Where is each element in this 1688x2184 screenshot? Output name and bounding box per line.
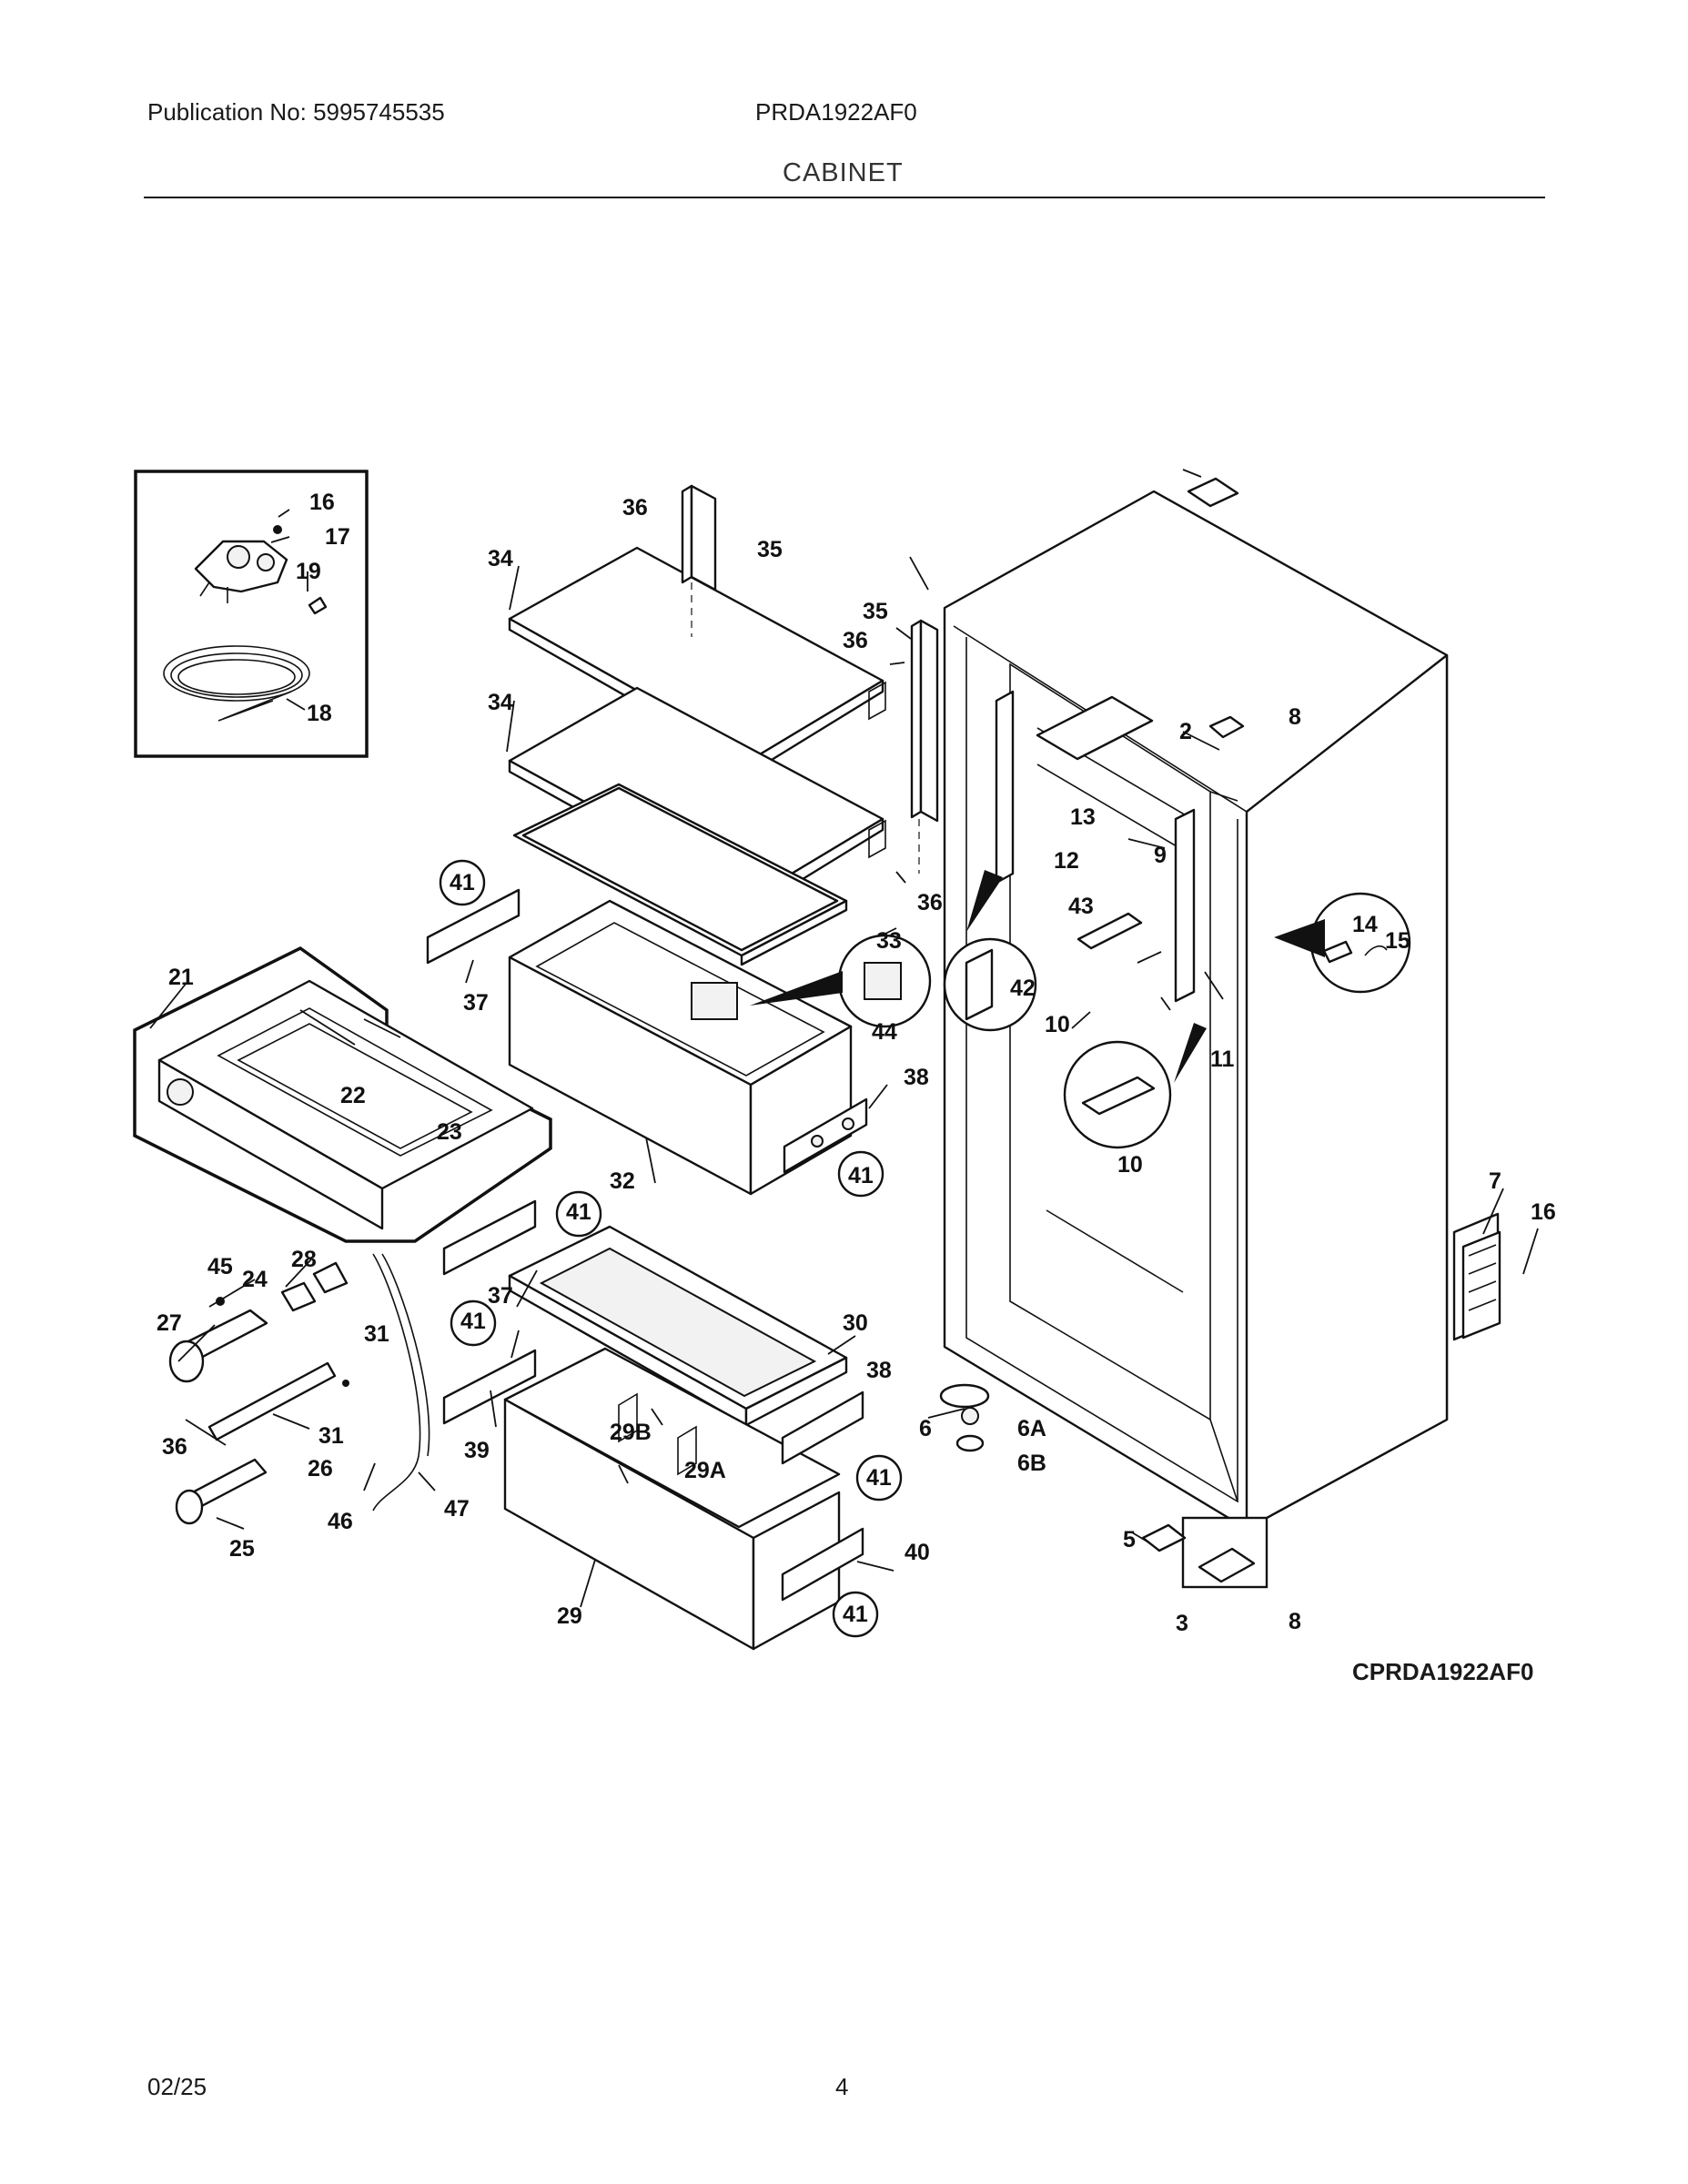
callout-10: 10 [1117, 1152, 1143, 1178]
callout-labels: 16 17 19 18 36 35 34 35 36 34 36 33 41 3… [157, 490, 1556, 1636]
callout-36: 36 [843, 628, 868, 653]
callout-15: 15 [1385, 928, 1410, 954]
header-rule [144, 197, 1545, 198]
callout-45: 45 [207, 1254, 233, 1279]
detail-circles [439, 859, 1411, 1638]
callout-36: 36 [917, 890, 943, 915]
callout-25: 25 [229, 1536, 255, 1562]
shelf-rails [681, 484, 939, 874]
callout-29B: 29B [610, 1420, 652, 1445]
callout-36: 36 [162, 1434, 187, 1460]
callout-31: 31 [364, 1321, 389, 1347]
callout-41: 41 [450, 870, 475, 895]
callout-24: 24 [242, 1267, 268, 1292]
callout-42: 42 [1010, 976, 1036, 1001]
callout-16: 16 [309, 490, 335, 515]
callout-11: 11 [1210, 1046, 1235, 1072]
refrigerator-cabinet [943, 490, 1449, 1531]
callout-41: 41 [843, 1602, 868, 1627]
callout-6A: 6A [1017, 1416, 1046, 1441]
callout-37: 37 [488, 1283, 513, 1309]
callout-41: 41 [566, 1199, 591, 1225]
callout-14: 14 [1352, 912, 1378, 937]
callout-39: 39 [464, 1438, 490, 1463]
callout-40: 40 [905, 1540, 930, 1565]
callout-38: 38 [904, 1065, 929, 1090]
callout-16: 16 [1531, 1199, 1556, 1225]
section-title: CABINET [783, 158, 904, 187]
callout-2: 2 [1179, 719, 1192, 744]
callout-21: 21 [168, 965, 194, 990]
callout-32: 32 [610, 1168, 635, 1194]
publication-number: Publication No: 5995745535 [147, 98, 445, 126]
hinges-levelers [939, 477, 1269, 1589]
callout-31: 31 [318, 1423, 344, 1449]
crisper-cover [133, 945, 552, 1243]
callout-27: 27 [157, 1310, 182, 1336]
callout-41: 41 [460, 1309, 486, 1334]
callout-36: 36 [622, 495, 648, 521]
callout-8: 8 [1289, 704, 1301, 730]
callout-43: 43 [1068, 894, 1094, 919]
water-filter-parts [168, 1253, 430, 1525]
callout-7: 7 [1489, 1168, 1501, 1194]
callout-41: 41 [866, 1465, 892, 1491]
callout-47: 47 [444, 1496, 470, 1522]
drawing-id: CPRDA1922AF0 [1352, 1658, 1534, 1685]
callout-44: 44 [872, 1019, 897, 1045]
callout-10: 10 [1045, 1012, 1070, 1037]
callout-29: 29 [557, 1603, 582, 1629]
callout-29A: 29A [684, 1458, 726, 1483]
drawer-trims [426, 888, 537, 1425]
callout-18: 18 [307, 701, 332, 726]
lower-drawer [503, 1225, 864, 1651]
callout-13: 13 [1070, 804, 1096, 830]
ice-maker-kit-inset [134, 470, 369, 758]
page-number: 4 [835, 2073, 849, 2100]
callout-6B: 6B [1017, 1451, 1046, 1476]
callout-30: 30 [843, 1310, 868, 1336]
callout-34: 34 [488, 546, 513, 571]
callout-35: 35 [757, 537, 783, 562]
callout-9: 9 [1154, 843, 1167, 868]
leader-lines [149, 469, 1539, 1608]
callout-23: 23 [437, 1119, 462, 1145]
callout-37: 37 [463, 990, 489, 1016]
callout-19: 19 [296, 559, 321, 584]
callout-34: 34 [488, 690, 513, 715]
callout-5: 5 [1123, 1527, 1136, 1552]
upper-drawer [508, 899, 868, 1196]
callout-26: 26 [308, 1456, 333, 1481]
callout-46: 46 [328, 1509, 353, 1534]
callout-35: 35 [863, 599, 888, 624]
callout-28: 28 [291, 1247, 317, 1272]
model-number: PRDA1922AF0 [755, 98, 917, 126]
callout-17: 17 [325, 524, 350, 550]
footer-date: 02/25 [147, 2073, 207, 2100]
shelves [508, 546, 886, 966]
callout-22: 22 [340, 1083, 366, 1108]
callout-6: 6 [919, 1416, 932, 1441]
callout-12: 12 [1054, 848, 1079, 874]
callout-33: 33 [876, 928, 902, 954]
callout-41: 41 [848, 1163, 874, 1188]
callout-38: 38 [866, 1358, 892, 1383]
callout-3: 3 [1176, 1611, 1188, 1636]
rear-grille [1452, 1212, 1501, 1341]
callout-8: 8 [1289, 1609, 1301, 1634]
